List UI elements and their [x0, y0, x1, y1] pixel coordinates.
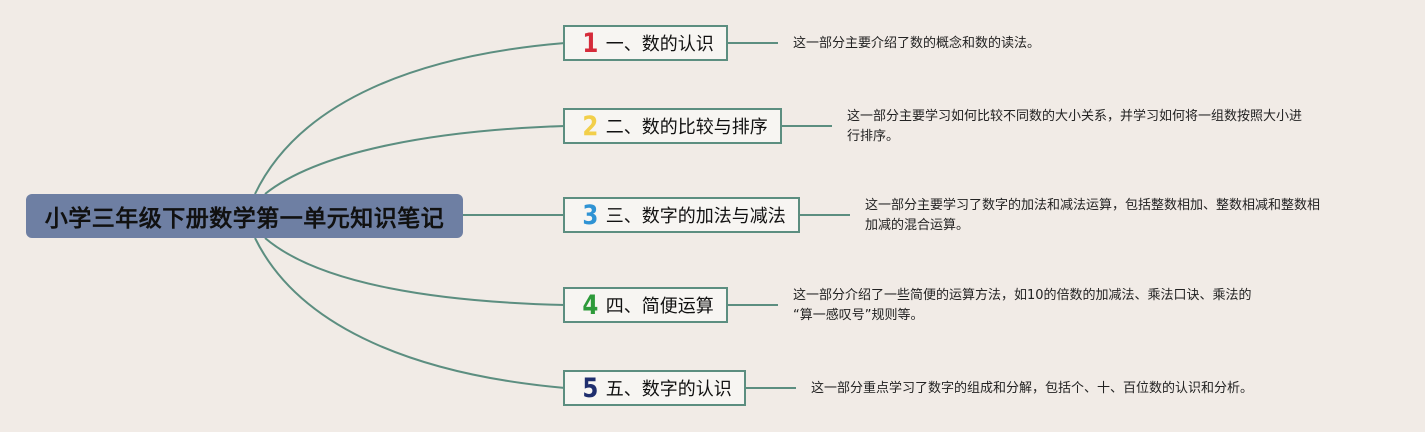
- branch-topic-1[interactable]: 1 一、数的认识: [563, 25, 728, 61]
- branch-desc-3: 这一部分主要学习了数字的加法和减法运算，包括整数相加、整数相减和整数相 加减的混…: [865, 196, 1320, 236]
- branch-topic-2[interactable]: 2 二、数的比较与排序: [563, 108, 782, 144]
- branch-desc-4-line-2: “算一感叹号”规则等。: [793, 308, 924, 323]
- root-topic[interactable]: 小学三年级下册数学第一单元知识笔记: [26, 194, 463, 238]
- number-2-icon: 2: [582, 110, 599, 142]
- branch-desc-2-line-2: 行排序。: [847, 129, 900, 144]
- branch-desc-4: 这一部分介绍了一些简便的运算方法，如10的倍数的加减法、乘法口诀、乘法的 “算一…: [793, 286, 1252, 326]
- branch-desc-1-line-1: 这一部分主要介绍了数的概念和数的读法。: [793, 36, 1041, 51]
- branch-topic-3[interactable]: 3 三、数字的加法与减法: [563, 197, 800, 233]
- branch-desc-5-line-1: 这一部分重点学习了数字的组成和分解，包括个、十、百位数的认识和分析。: [811, 381, 1254, 396]
- branch-desc-2-line-1: 这一部分主要学习如何比较不同数的大小关系，并学习如何将一组数按照大小进: [847, 109, 1303, 124]
- connector-root-4: [264, 237, 566, 306]
- branch-label-5: 五、数字的认识: [605, 379, 732, 400]
- connector-root-1: [254, 42, 566, 195]
- branch-label-1: 一、数的认识: [605, 34, 714, 55]
- branch-desc-1: 这一部分主要介绍了数的概念和数的读法。: [793, 34, 1040, 54]
- branch-desc-5: 这一部分重点学习了数字的组成和分解，包括个、十、百位数的认识和分析。: [811, 379, 1253, 399]
- branch-label-3: 三、数字的加法与减法: [605, 206, 786, 227]
- number-1-icon: 1: [582, 27, 599, 59]
- branch-desc-3-line-1: 这一部分主要学习了数字的加法和减法运算，包括整数相加、整数相减和整数相: [865, 198, 1321, 213]
- branch-desc-2: 这一部分主要学习如何比较不同数的大小关系，并学习如何将一组数按照大小进 行排序。: [847, 107, 1302, 147]
- branch-label-4: 四、简便运算: [605, 296, 714, 317]
- connector-root-2: [264, 125, 566, 195]
- branch-desc-4-line-1: 这一部分介绍了一些简便的运算方法，如10的倍数的加减法、乘法口诀、乘法的: [793, 288, 1252, 303]
- number-5-icon: 5: [582, 372, 599, 404]
- number-4-icon: 4: [582, 289, 599, 321]
- number-3-icon: 3: [582, 199, 599, 231]
- branch-label-2: 二、数的比较与排序: [605, 117, 768, 138]
- root-title: 小学三年级下册数学第一单元知识笔记: [44, 206, 445, 232]
- branch-desc-3-line-2: 加减的混合运算。: [865, 218, 970, 233]
- branch-topic-5[interactable]: 5 五、数字的认识: [563, 370, 746, 406]
- connector-root-5: [254, 237, 566, 389]
- branch-topic-4[interactable]: 4 四、简便运算: [563, 287, 728, 323]
